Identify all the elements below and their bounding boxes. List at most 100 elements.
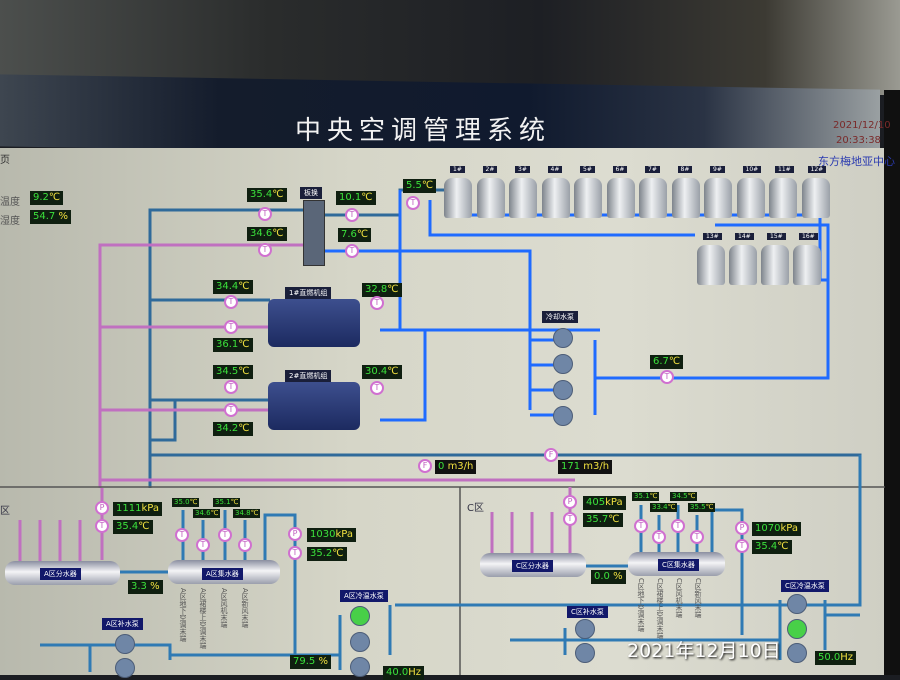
temp-sensor-icon[interactable]: T [224, 320, 238, 334]
zone-a-makeup-pump[interactable] [115, 634, 135, 654]
zone-a-hw-pump-running[interactable] [350, 606, 370, 626]
zone-c-branch-label: C区地下空调末端 [637, 578, 645, 632]
cooling-tower[interactable] [793, 245, 821, 285]
chiller-1-temp: 32.8℃ [362, 283, 402, 297]
chiller-2-temp: 34.5℃ [213, 365, 253, 379]
cooling-tower-label: 13# [703, 233, 722, 240]
zone-c-label: C区 [467, 503, 484, 514]
temp-sensor-icon[interactable]: T [345, 208, 359, 222]
zone-c-makeup-pump[interactable] [575, 643, 595, 663]
flow-sensor-icon[interactable]: F [544, 448, 558, 462]
cooling-pump[interactable] [553, 380, 573, 400]
zone-c-hw-pump-label: C区冷温水泵 [781, 580, 829, 592]
cooling-tower[interactable] [697, 245, 725, 285]
temp-sensor-icon[interactable]: T [671, 519, 685, 533]
pressure-sensor-icon[interactable]: P [95, 501, 109, 515]
zone-c-supply-pressure: 405kPa [583, 496, 626, 510]
zone-a-hw-pump[interactable] [350, 632, 370, 652]
cooling-tower[interactable] [444, 178, 472, 218]
zone-c-distributor-label: C区分水器 [512, 560, 553, 572]
hx-hot-in-temp: 35.4℃ [247, 188, 287, 202]
temp-sensor-icon[interactable]: T [258, 207, 272, 221]
tower-header-temp: 5.5℃ [403, 179, 437, 193]
temp-sensor-icon[interactable]: T [690, 530, 704, 544]
cooling-tower-label: 3# [515, 166, 530, 173]
date: 2021/12/10 [833, 120, 891, 131]
cooling-tower[interactable] [639, 178, 667, 218]
temp-sensor-icon[interactable]: T [258, 243, 272, 257]
zone-c-supply-temp: 35.7℃ [583, 513, 623, 527]
zone-a-makeup-pump[interactable] [115, 658, 135, 678]
temp-sensor-icon[interactable]: T [634, 519, 648, 533]
temp-sensor-icon[interactable]: T [652, 530, 666, 544]
pressure-sensor-icon[interactable]: P [735, 521, 749, 535]
flow-right: 171 m3/h [558, 460, 613, 474]
cooling-tower[interactable] [769, 178, 797, 218]
cooling-tower[interactable] [736, 178, 765, 218]
temp-sensor-icon[interactable]: T [660, 370, 674, 384]
pressure-sensor-icon[interactable]: P [288, 527, 302, 541]
cooling-tower-label: 6# [612, 166, 628, 173]
temp-sensor-icon[interactable]: T [95, 519, 109, 533]
cooling-tower-label: 5# [580, 166, 595, 173]
zone-a-supply-pressure: 1111kPa [113, 502, 162, 516]
cooling-tower[interactable] [704, 178, 732, 218]
cooling-tower[interactable] [574, 178, 602, 218]
plate-heat-exchanger[interactable] [303, 200, 325, 266]
cooling-tower[interactable] [606, 178, 635, 218]
cooling-tower[interactable] [541, 178, 570, 218]
temp-sensor-icon[interactable]: T [345, 244, 359, 258]
time: 20:33:38 [836, 135, 881, 146]
cooling-tower-label: 14# [735, 233, 754, 240]
zone-a-pump-frequency: 40.0Hz [383, 666, 425, 680]
chiller-1[interactable] [268, 299, 360, 347]
cooling-pump[interactable] [553, 406, 573, 426]
chiller-2[interactable] [268, 382, 360, 430]
zone-c-branch-label: C区新风末端 [694, 578, 702, 618]
outdoor-humidity-label: 湿度 [0, 216, 20, 227]
temp-sensor-icon[interactable]: T [175, 528, 189, 542]
temp-sensor-icon[interactable]: T [224, 380, 238, 394]
hx-hot-out-temp: 10.1℃ [336, 191, 376, 205]
cooling-tower[interactable] [801, 178, 830, 218]
cooling-tower[interactable] [509, 178, 537, 218]
cooling-tower-label: 12# [807, 166, 827, 173]
zone-a-distributor-label: A区分水器 [40, 568, 81, 580]
cooling-tower[interactable] [761, 245, 789, 285]
cooling-pump[interactable] [553, 354, 573, 374]
chiller-2-label: 2#直燃机组 [285, 370, 332, 382]
cooling-tower[interactable] [729, 245, 757, 285]
cooling-tower[interactable] [476, 178, 505, 218]
temp-sensor-icon[interactable]: T [238, 538, 252, 552]
temp-sensor-icon[interactable]: T [288, 546, 302, 560]
zone-c-hw-pump[interactable] [787, 643, 807, 663]
temp-sensor-icon[interactable]: T [370, 296, 384, 310]
temp-sensor-icon[interactable]: T [224, 403, 238, 417]
cooling-pump[interactable] [553, 328, 573, 348]
zone-a-branch-label: A区地下空调末端 [179, 588, 187, 642]
temp-sensor-icon[interactable]: T [735, 539, 749, 553]
flow-sensor-icon[interactable]: F [418, 459, 432, 473]
zone-a-hw-pump[interactable] [350, 657, 370, 677]
cooling-tower-label: 4# [547, 166, 563, 173]
zone-c-makeup-pump[interactable] [575, 619, 595, 639]
pressure-sensor-icon[interactable]: P [563, 495, 577, 509]
temp-sensor-icon[interactable]: T [370, 381, 384, 395]
outdoor-temp-readout: 9.2℃ [30, 191, 64, 205]
zone-a-branch-temp: 35.0℃ [172, 498, 200, 507]
zone-c-makeup-pump-label: C区补水泵 [567, 606, 608, 618]
zone-a-branch-label: A区风机末端 [220, 588, 228, 628]
zone-a-branch-label: A区新风末端 [241, 588, 249, 628]
monitor-bezel [884, 90, 900, 675]
cooling-tower[interactable] [671, 178, 700, 218]
zone-c-hw-pump-running[interactable] [787, 619, 807, 639]
cooling-supply-temp: 6.7℃ [650, 355, 684, 369]
temp-sensor-icon[interactable]: T [224, 295, 238, 309]
chiller-1-temp: 34.4℃ [213, 280, 253, 294]
temp-sensor-icon[interactable]: T [406, 196, 420, 210]
temp-sensor-icon[interactable]: T [563, 512, 577, 526]
cooling-tower-label: 11# [775, 166, 794, 173]
temp-sensor-icon[interactable]: T [218, 528, 232, 542]
temp-sensor-icon[interactable]: T [196, 538, 210, 552]
zone-c-hw-pump[interactable] [787, 594, 807, 614]
